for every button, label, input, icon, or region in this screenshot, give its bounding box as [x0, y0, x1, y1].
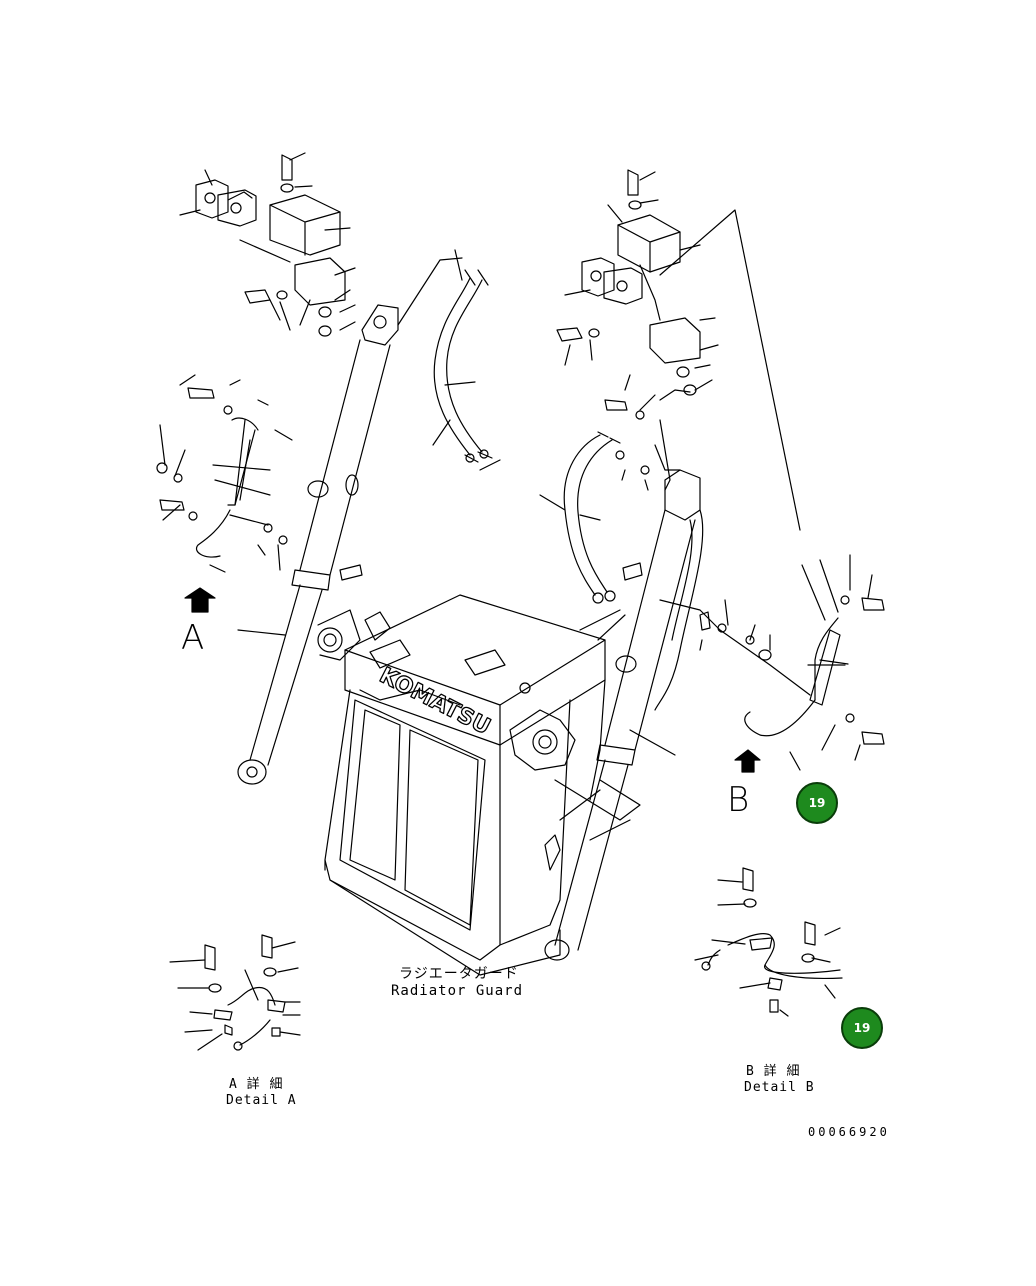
part-callout-19[interactable]: 19 — [796, 782, 838, 824]
detail-a-drawing — [169, 934, 301, 1051]
detail-b-caption-en: Detail B — [744, 1080, 815, 1095]
right-lamp-assembly — [556, 169, 801, 531]
detail-b-caption-jp: B 詳 細 — [746, 1064, 801, 1079]
part-callout-label: 19 — [853, 1021, 871, 1035]
right-cylinder — [544, 469, 704, 961]
detail-a-caption-jp: A 詳 細 — [229, 1077, 284, 1092]
detail-b-drawing — [694, 867, 843, 1017]
part-callout-label: 19 — [808, 796, 826, 810]
right-hoses — [539, 431, 621, 604]
left-hoses — [397, 249, 501, 471]
detail-a-caption-en: Detail A — [226, 1093, 297, 1108]
detail-b-marker: B — [727, 780, 750, 820]
left-lamp-assembly — [179, 152, 356, 337]
detail-a-marker: A — [181, 618, 205, 658]
right-harness — [604, 374, 811, 696]
left-cylinder — [237, 304, 399, 785]
radiator-guard-caption-en: Radiator Guard — [391, 983, 524, 999]
detail-b-assembly — [734, 554, 885, 773]
part-callout-19[interactable]: 19 — [841, 1007, 883, 1049]
radiator-guard — [317, 594, 641, 976]
drawing-number: 00066920 — [808, 1125, 890, 1139]
left-harness — [156, 374, 293, 613]
radiator-guard-caption-jp: ラジエータガード — [399, 966, 519, 982]
